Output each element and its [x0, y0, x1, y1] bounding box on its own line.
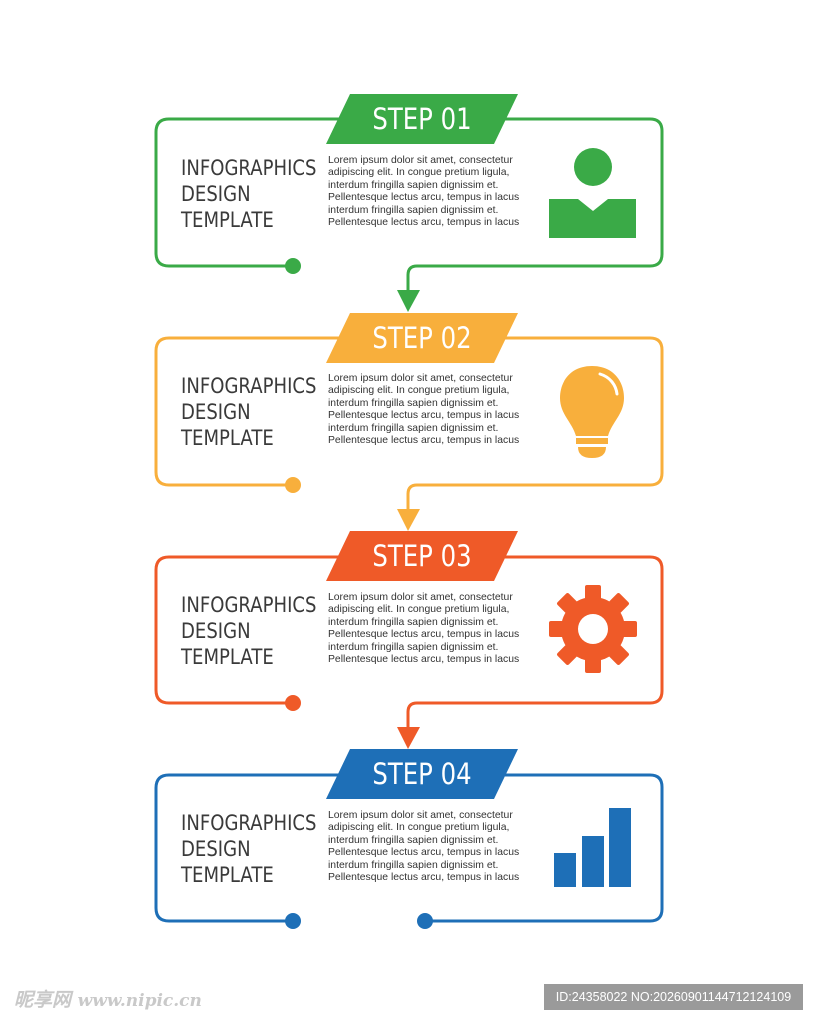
body-line: interdum fringilla sapien dignissim et.	[328, 834, 499, 846]
step-04-heading: INFOGRAPHICS DESIGN TEMPLATE	[181, 810, 317, 888]
step-03-dot	[285, 695, 301, 711]
body-line: Lorem ipsum dolor sit amet, consectetur	[328, 155, 513, 166]
body-line: interdum fringilla sapien dignissim et.	[328, 397, 499, 409]
body-line: Pellentesque lectus arcu, tempus in lacu…	[328, 410, 520, 422]
heading-line: INFOGRAPHICS	[181, 156, 317, 180]
body-line: Pellentesque lectus arcu, tempus in lacu…	[328, 629, 520, 641]
body-line: Pellentesque lectus arcu, tempus in lacu…	[328, 435, 520, 447]
step-01-label: STEP 01	[372, 102, 472, 136]
heading-line: DESIGN	[181, 837, 251, 861]
body-line: Lorem ipsum dolor sit amet, consectetur	[328, 592, 513, 603]
step-03-arrow	[397, 727, 420, 749]
heading-line: INFOGRAPHICS	[181, 374, 317, 398]
body-line: interdum fringilla sapien dignissim et.	[328, 179, 499, 191]
body-line: Pellentesque lectus arcu, tempus in lacu…	[328, 192, 520, 204]
step-03-frame	[154, 555, 664, 732]
step-03-heading: INFOGRAPHICS DESIGN TEMPLATE	[181, 592, 317, 670]
step-01-frame	[154, 117, 664, 295]
step-02-arrow	[397, 509, 420, 531]
step-01-arrow	[397, 290, 420, 312]
body-line: Lorem ipsum dolor sit amet, consectetur	[328, 810, 513, 821]
watermark-id-bar: ID:24358022 NO:20260901144712124109	[544, 984, 803, 1010]
lightbulb-icon	[560, 366, 624, 458]
bar-chart-icon	[554, 808, 631, 887]
step-02-dot	[285, 477, 301, 493]
step-01-dot	[285, 258, 301, 274]
heading-line: TEMPLATE	[181, 645, 274, 669]
body-line: Pellentesque lectus arcu, tempus in lacu…	[328, 217, 520, 229]
body-line: Pellentesque lectus arcu, tempus in lacu…	[328, 847, 520, 859]
step-02-heading: INFOGRAPHICS DESIGN TEMPLATE	[181, 373, 317, 451]
body-line: adipiscing elit. In congue pretium ligul…	[328, 167, 510, 179]
body-line: interdum fringilla sapien dignissim et.	[328, 616, 499, 628]
step-03-banner	[326, 531, 518, 581]
step-02-body: Lorem ipsum dolor sit amet, consectetur …	[328, 373, 543, 447]
step-01-body: Lorem ipsum dolor sit amet, consectetur …	[328, 155, 543, 229]
heading-line: DESIGN	[181, 182, 251, 206]
step-01-banner	[326, 94, 518, 144]
heading-line: TEMPLATE	[181, 208, 274, 232]
body-line: Pellentesque lectus arcu, tempus in lacu…	[328, 654, 520, 666]
watermark-site: 昵享网	[14, 989, 72, 1011]
body-line: Lorem ipsum dolor sit amet, consectetur	[328, 373, 513, 384]
heading-line: TEMPLATE	[181, 426, 274, 450]
heading-line: INFOGRAPHICS	[181, 593, 317, 617]
body-line: adipiscing elit. In congue pretium ligul…	[328, 822, 510, 834]
user-icon	[549, 148, 636, 238]
step-02-banner	[326, 313, 518, 363]
heading-line: DESIGN	[181, 619, 251, 643]
body-line: interdum fringilla sapien dignissim et.	[328, 422, 499, 434]
heading-line: DESIGN	[181, 400, 251, 424]
body-line: Pellentesque lectus arcu, tempus in lacu…	[328, 872, 520, 884]
step-04-body: Lorem ipsum dolor sit amet, consectetur …	[328, 810, 543, 884]
step-04-banner	[326, 749, 518, 799]
heading-line: INFOGRAPHICS	[181, 811, 317, 835]
body-line: interdum fringilla sapien dignissim et.	[328, 641, 499, 653]
body-line: interdum fringilla sapien dignissim et.	[328, 204, 499, 216]
step-03-body: Lorem ipsum dolor sit amet, consectetur …	[328, 592, 543, 666]
step-04-label: STEP 04	[372, 757, 472, 791]
body-line: interdum fringilla sapien dignissim et.	[328, 859, 499, 871]
gear-icon	[549, 585, 637, 673]
step-04-dot-right	[417, 913, 433, 929]
step-04-frame	[154, 773, 664, 923]
watermark-url: www.nipic.cn	[77, 991, 202, 1011]
step-03-label: STEP 03	[372, 539, 472, 573]
watermark-logo: 昵享网 www.nipic.cn	[14, 985, 202, 1012]
step-02-frame	[154, 336, 664, 514]
body-line: adipiscing elit. In congue pretium ligul…	[328, 604, 510, 616]
step-01-heading: INFOGRAPHICS DESIGN TEMPLATE	[181, 155, 317, 233]
step-02-label: STEP 02	[372, 321, 472, 355]
body-line: adipiscing elit. In congue pretium ligul…	[328, 385, 510, 397]
heading-line: TEMPLATE	[181, 863, 274, 887]
step-04-dot-left	[285, 913, 301, 929]
